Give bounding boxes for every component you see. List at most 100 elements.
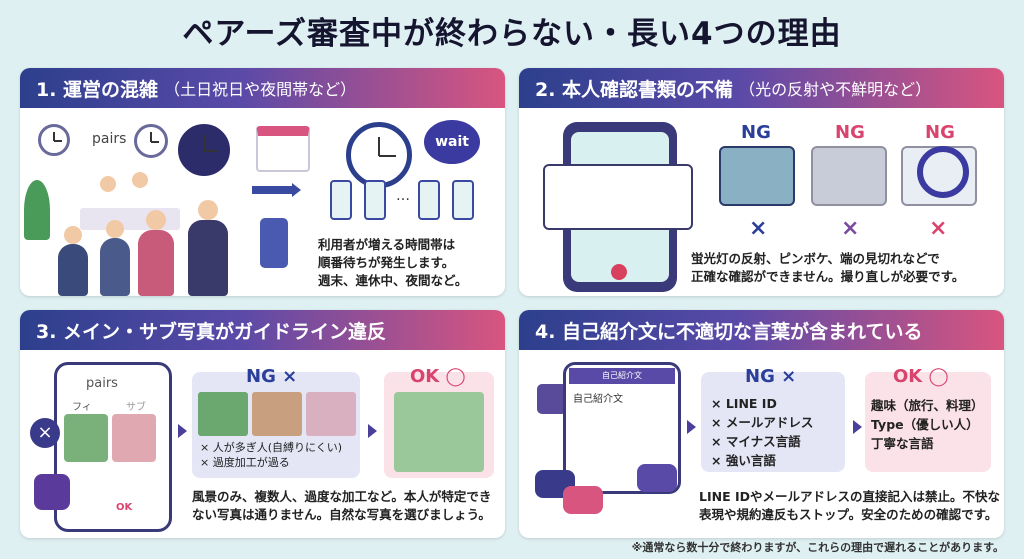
tab-main[interactable]: フィ [72, 402, 92, 413]
ok-words-title: OK ◯ [893, 366, 949, 387]
user-figure [100, 238, 130, 296]
ok-item: Type（優しい人） [871, 417, 979, 432]
text-line: 利用者が増える時間帯は [318, 237, 456, 252]
camera-shutter-button[interactable] [611, 264, 627, 280]
page-title: ペアーズ審査中が終わらない・長い4つの理由 [182, 16, 842, 52]
ng-item: × 強い言語 [711, 453, 776, 468]
close-icon[interactable]: × [30, 418, 60, 448]
wait-bubble: wait [424, 120, 480, 164]
panel-crowding-title: 1. 運営の混雑 [36, 78, 159, 101]
filtered-photo [306, 392, 356, 436]
ok-words-box [865, 372, 991, 472]
intro-phone-header: 自己紹介文 [569, 368, 675, 384]
cross-mark: × [749, 216, 768, 241]
lock-icon [537, 384, 567, 414]
panel-photo-guideline: 3. メイン・サブ写真がガイドライン違反 pairs フィ サブ × OK NG… [20, 310, 505, 538]
user-figure [58, 244, 88, 296]
panel-crowding: 1. 運営の混雑 （土日祝日や夜間帯など） pairs wait … 利用者が増… [20, 68, 505, 296]
group-photo [252, 392, 302, 436]
panel-crowding-text: 利用者が増える時間帯は 順番待ちが発生します。 週末、連休中、夜間など。 [318, 236, 467, 290]
panel-id-documents-subtitle: （光の反射や不鮮明など） [739, 80, 932, 99]
user-avatar [64, 226, 82, 244]
ng-words-list: × LINE ID × メールアドレス × マイナス言語 × 強い言語 [711, 394, 813, 470]
ng-photo-list: × 人が多ぎ人(自縛りにくい) × 過度加工が過る [200, 440, 342, 470]
pairs-logo: pairs [92, 131, 127, 147]
calendar-icon [256, 126, 310, 172]
phone-icon [260, 218, 288, 268]
cross-mark: × [841, 216, 860, 241]
panel-photo-guideline-title: 3. メイン・サブ写真がガイドライン違反 [36, 320, 387, 343]
arrow-head [292, 183, 301, 197]
magnifier-icon [917, 146, 969, 198]
id-card-glare [719, 146, 795, 206]
panel-self-intro-text: LINE IDやメールアドレスの直接記入は禁止。不快な 表現や規約違反もストップ… [699, 488, 1000, 524]
intro-phone-label: 自己紹介文 [573, 394, 623, 405]
panel-crowding-subtitle: （土日祝日や夜間帯など） [164, 80, 357, 99]
panel-self-intro-title: 4. 自己紹介文に不適切な言葉が含まれている [535, 320, 923, 343]
text-line: 蛍光灯の反射、ピンボケ、端の見切れなどで [691, 251, 940, 266]
ng-label: NG [925, 122, 955, 143]
staff-avatar [100, 176, 116, 192]
main-photo-thumb [64, 414, 108, 462]
chat-bubble-icon [637, 464, 677, 492]
arrow-head [178, 424, 187, 438]
ok-portrait-photo [394, 392, 484, 472]
ng-item: × 過度加工が過る [200, 456, 290, 469]
queue-phone [330, 180, 352, 220]
ng-item: × マイナス言語 [711, 434, 801, 449]
ok-small-badge: OK [116, 502, 133, 513]
text-line: 風景のみ、複数人、過度な加工など。本人が特定でき [192, 489, 492, 504]
user-avatar [146, 210, 166, 230]
queue-phone [418, 180, 440, 220]
text-line: 正確な確認ができません。撮り直しが必要です。 [691, 269, 965, 284]
ng-words-title: NG × [745, 366, 797, 387]
panel-photo-guideline-text: 風景のみ、複数人、過度な加工など。本人が特定でき ない写真は通りません。自然な写… [192, 488, 491, 524]
panel-id-documents: 2. 本人確認書類の不備 （光の反射や不鮮明など） NG NG NG × × ×… [519, 68, 1004, 296]
clock-icon [134, 124, 168, 158]
text-line: ない写真は通りません。自然な写真を選びましょう。 [192, 507, 491, 522]
arrow-head [368, 424, 377, 438]
text-line: 順番待ちが発生します。 [318, 255, 455, 270]
cross-mark: × [929, 216, 948, 241]
panel-photo-guideline-header: 3. メイン・サブ写真がガイドライン違反 [20, 310, 505, 350]
ng-item: × LINE ID [711, 396, 777, 411]
ok-item: 趣味（旅行、料理） [871, 398, 984, 413]
tab-sub[interactable]: サブ [126, 402, 146, 413]
plant-decoration [24, 180, 50, 240]
text-line: 週末、連休中、夜間など。 [318, 273, 468, 288]
text-line: 表現や規約違反もストップ。安全のための確認です。 [699, 507, 998, 522]
id-card-scan [543, 164, 693, 230]
panel-id-documents-text: 蛍光灯の反射、ピンボケ、端の見切れなどで 正確な確認ができません。撮り直しが必要… [691, 250, 964, 286]
text-line: LINE IDやメールアドレスの直接記入は禁止。不快な [699, 489, 1000, 504]
ok-words-list: 趣味（旅行、料理） Type（優しい人） 丁寧な言語 [871, 396, 984, 453]
user-figure [188, 220, 228, 296]
id-card-blurry [811, 146, 887, 206]
clock-icon [178, 124, 230, 176]
ng-photo-title: NG × [246, 366, 298, 387]
queue-phone [364, 180, 386, 220]
ng-label: NG [835, 122, 865, 143]
panel-id-documents-header: 2. 本人確認書類の不備 （光の反射や不鮮明など） [519, 68, 1004, 108]
arrow-head [687, 420, 696, 434]
arrow-head [853, 420, 862, 434]
footnote: ※通常なら数十分で終わりますが、これらの理由で遅れることがあります。 [631, 541, 1004, 554]
user-avatar [198, 200, 218, 220]
queue-ellipsis: … [396, 188, 410, 204]
clock-icon [38, 124, 70, 156]
panel-id-documents-title: 2. 本人確認書類の不備 [535, 78, 734, 101]
chat-bubble-icon [563, 486, 603, 514]
waiting-clock-icon [346, 122, 412, 188]
sub-photo-thumb [112, 414, 156, 462]
panel-self-intro: 4. 自己紹介文に不適切な言葉が含まれている 自己紹介文 自己紹介文 NG × … [519, 310, 1004, 538]
ok-photo-title: OK ◯ [410, 366, 466, 387]
image-icon[interactable] [34, 474, 70, 510]
arrow-right-icon [252, 186, 292, 194]
ng-words-box [701, 372, 845, 472]
staff-avatar [132, 172, 148, 188]
panel-crowding-header: 1. 運営の混雑 （土日祝日や夜間帯など） [20, 68, 505, 108]
ng-item: × 人が多ぎ人(自縛りにくい) [200, 441, 343, 454]
user-avatar [106, 220, 124, 238]
queue-phone [452, 180, 474, 220]
panel-self-intro-header: 4. 自己紹介文に不適切な言葉が含まれている [519, 310, 1004, 350]
user-figure [138, 230, 174, 296]
